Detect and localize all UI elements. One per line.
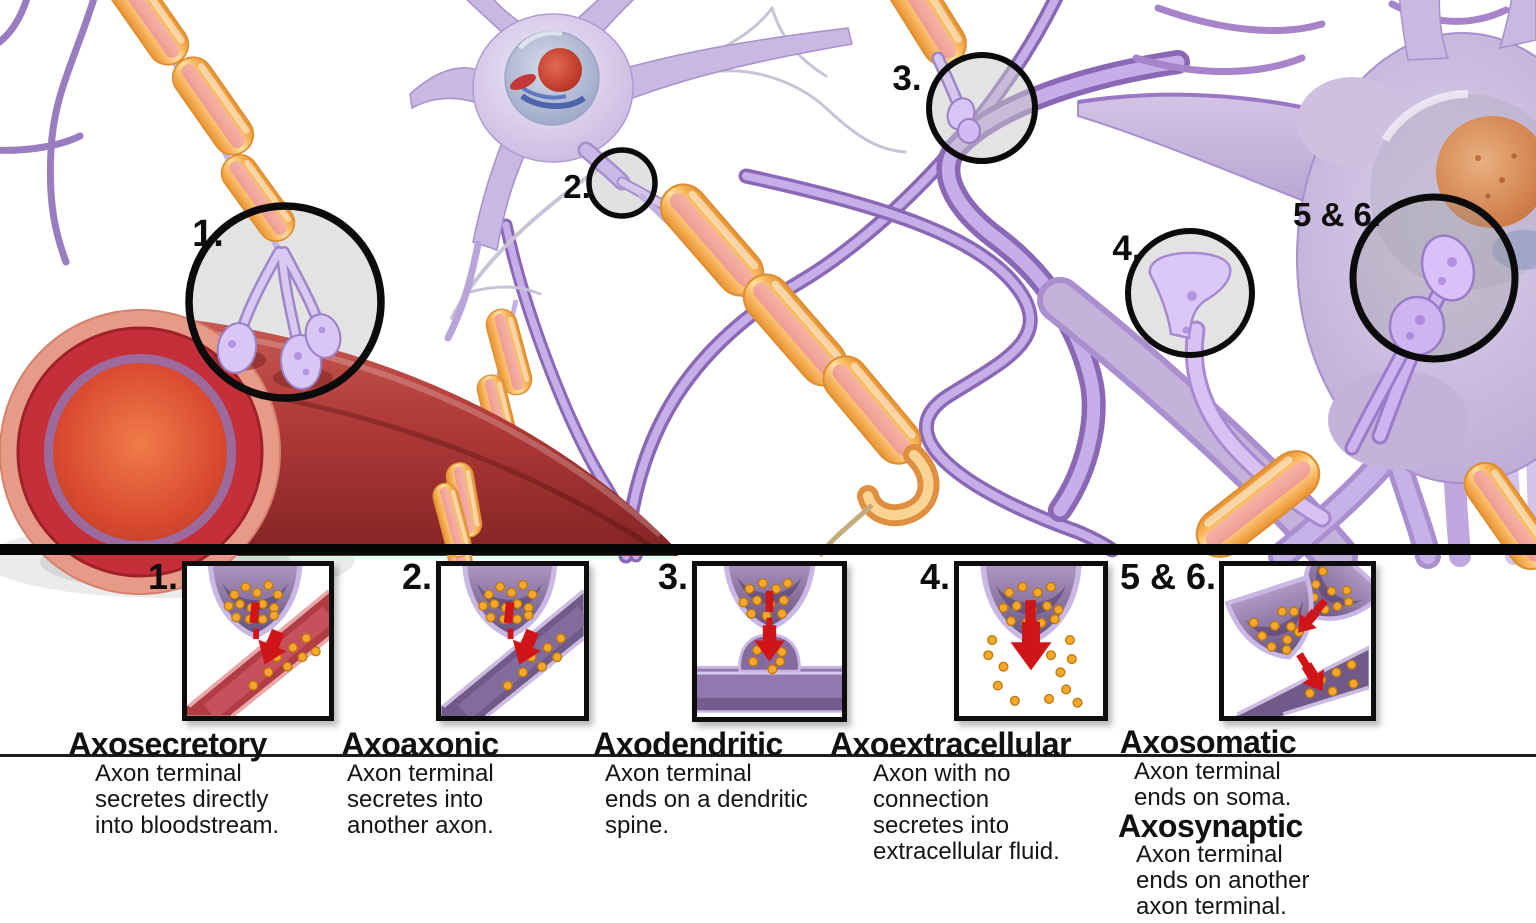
- marker-3-label: 3.: [892, 59, 921, 98]
- inset-box-axodendritic: [692, 561, 847, 722]
- right-neuron: [1037, 0, 1536, 579]
- axoaxonic-inset-art: [441, 566, 584, 716]
- inset-number-3: 3.: [657, 556, 688, 597]
- inset-number-4: 4.: [919, 556, 950, 597]
- heading-axodendritic: Axodendritic: [593, 726, 783, 762]
- heading-axoaxonic: Axoaxonic: [341, 726, 499, 762]
- desc-axoextracellular: Axon with no connection secretes into ex…: [873, 760, 1060, 865]
- marker-4-label: 4.: [1112, 229, 1141, 268]
- middle-neuron: [409, 0, 853, 342]
- focus-circle-rings: [185, 52, 1519, 402]
- inset-box-axoextracellular: [954, 561, 1108, 721]
- inset-box-axosecretory: [182, 561, 334, 721]
- axodendritic-terminal: [870, 0, 981, 144]
- axosecretory-inset-art: [187, 566, 329, 716]
- desc-axosomatic: Axon terminal ends on soma.: [1134, 758, 1292, 811]
- inset-box-axoaxonic: [436, 561, 589, 721]
- desc-axosecretory: Axon terminal secretes directly into blo…: [95, 760, 280, 839]
- separator-bar: [0, 544, 1536, 555]
- headings-underline: [0, 754, 1536, 757]
- axosomatic-axosynaptic-inset-art: [1224, 566, 1371, 716]
- axodendritic-inset-art: [697, 566, 842, 713]
- neuron-illustration: 1. 2. 3. 4. 5 & 6.: [0, 0, 1536, 598]
- marker-5-6-label: 5 & 6.: [1293, 196, 1381, 233]
- axoextracellular-inset-art: [959, 566, 1083, 708]
- heading-axoextracellular: Axoextracellular: [830, 726, 1072, 762]
- marker-1-label: 1.: [192, 213, 224, 255]
- inset-number-5-6: 5 & 6.: [1119, 556, 1216, 597]
- desc-axosynaptic: Axon terminal ends on another axon termi…: [1136, 841, 1310, 920]
- heading-axosecretory: Axosecretory: [68, 726, 267, 762]
- inset-box-axosomatic-axosynaptic: [1219, 561, 1376, 721]
- heading-axosomatic: Axosomatic: [1119, 724, 1297, 760]
- marker-2-label: 2.: [563, 168, 591, 205]
- desc-axodendritic: Axon terminal ends on a dendritic spine.: [605, 760, 808, 839]
- axosecretory-axon: [99, 0, 342, 390]
- inset-number-2: 2.: [401, 556, 432, 597]
- middle-myelinated-axon: [637, 174, 940, 558]
- axosomatic-axosynaptic-terminals: [1344, 197, 1515, 456]
- heading-axosynaptic: Axosynaptic: [1118, 808, 1303, 844]
- illustration-markers: 1. 2. 3. 4. 5 & 6.: [192, 59, 1381, 268]
- inset-number-1: 1.: [147, 556, 178, 597]
- desc-axoaxonic: Axon terminal secretes into another axon…: [347, 760, 494, 839]
